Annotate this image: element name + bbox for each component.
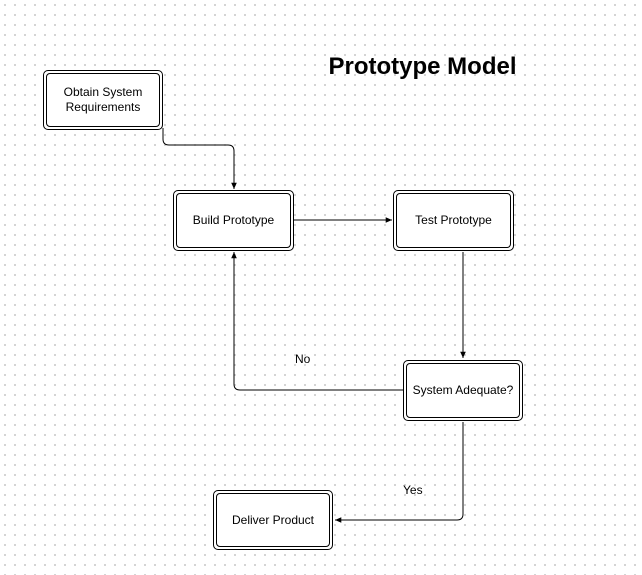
edge-adequate-to-deliver-yes <box>335 422 464 523</box>
node-obtain-requirements-label: Obtain System Requirements <box>63 85 143 114</box>
edge-adequate-to-build-no <box>231 252 403 391</box>
diagram-title: Prototype Model <box>328 53 517 80</box>
node-test-prototype[interactable]: Test Prototype <box>393 190 514 251</box>
node-deliver-product[interactable]: Deliver Product <box>213 490 333 550</box>
node-system-adequate-label: System Adequate? <box>412 383 514 397</box>
node-build-prototype[interactable]: Build Prototype <box>173 190 294 251</box>
node-deliver-product-label: Deliver Product <box>231 512 315 527</box>
edge-label-no: No <box>295 352 311 366</box>
edge-requirements-to-build <box>162 128 237 189</box>
edge-label-yes: Yes <box>403 483 423 497</box>
node-system-adequate[interactable]: System Adequate? <box>403 360 523 421</box>
node-test-prototype-label: Test Prototype <box>415 213 492 227</box>
node-obtain-requirements[interactable]: Obtain System Requirements <box>43 70 163 130</box>
node-build-prototype-label: Build Prototype <box>192 213 275 227</box>
